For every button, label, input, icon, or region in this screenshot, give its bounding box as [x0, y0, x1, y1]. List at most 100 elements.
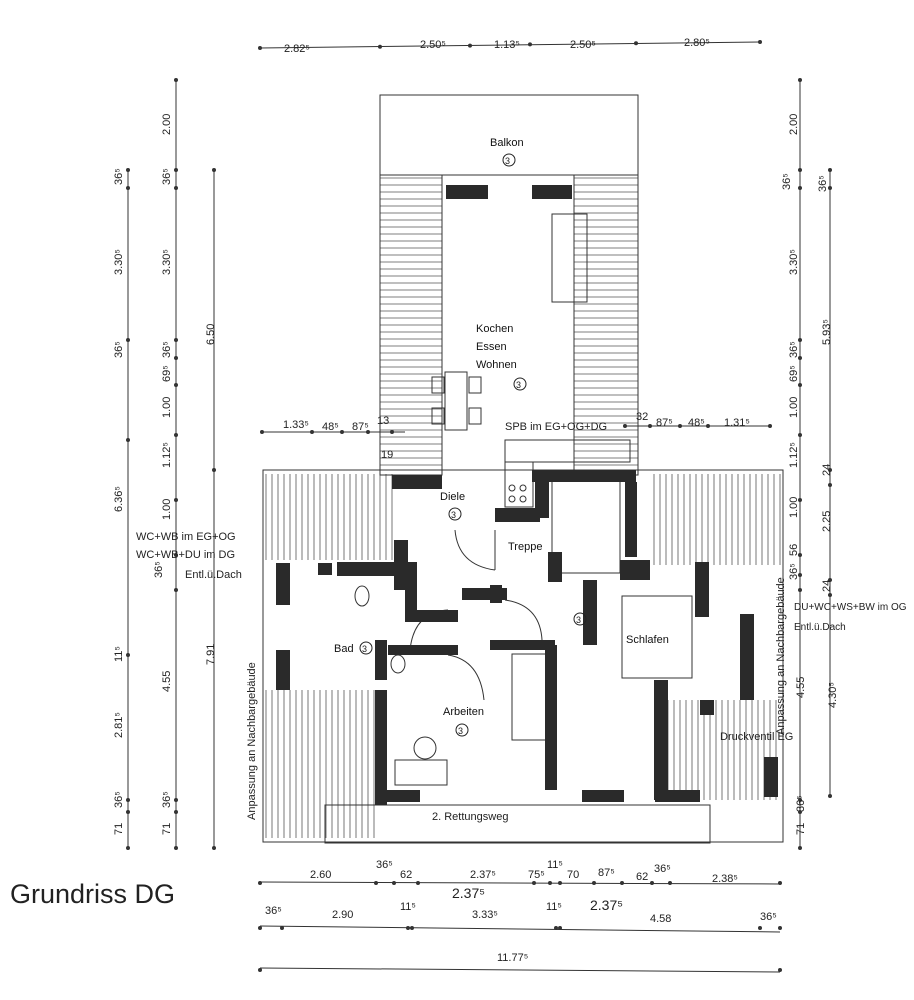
- note-entl-left: Entl.ü.Dach: [185, 569, 242, 581]
- room-bad: Bad: [334, 643, 354, 655]
- right-dimensions: 2.00 36⁵ 3.30⁵ 36⁵ 69⁵ 1.00 1.12⁵ 1.00 5…: [781, 114, 839, 835]
- dim-total: 11.77⁵: [497, 952, 528, 964]
- dimension-lines: [126, 40, 832, 973]
- dim-bottom1-11: 2.38⁵: [712, 873, 738, 885]
- dim-right-a-10: 36⁵: [788, 563, 800, 580]
- dim-bottom2-7: 36⁵: [760, 911, 777, 923]
- dim-top-4: 2.50⁵: [570, 39, 596, 51]
- note-entl-right: Entl.ü.Dach: [794, 622, 846, 633]
- dim-bottom2-4: 3.33⁵: [472, 909, 498, 921]
- dim-left-outer-8: 71: [113, 823, 125, 835]
- dim-bottom2-6: 4.58: [650, 913, 671, 925]
- dim-left-inner-4: 36⁵: [161, 341, 173, 358]
- dim-bottom1-4: 2.37⁵: [470, 869, 496, 881]
- dim-right-a-6: 1.00: [788, 397, 800, 418]
- dim-right-a-8: 1.00: [788, 497, 800, 518]
- note-du-og: DU+WC+WS+BW im OG: [794, 602, 907, 613]
- dim-right-b-2: 5.93⁵: [821, 319, 833, 345]
- dim-bottom1-8: 87⁵: [598, 867, 615, 879]
- room-kochen: Kochen: [476, 323, 513, 335]
- svg-text:3: 3: [576, 615, 581, 625]
- dim-left-outer-2: 3.30⁵: [113, 249, 125, 275]
- dim-bottom1-6: 11⁵: [547, 859, 563, 871]
- dim-bottom1b-1: 2.37⁵: [452, 885, 485, 901]
- dim-top-1: 2.82⁵: [284, 43, 310, 55]
- dim-left-outer-4: 6.36⁵: [113, 486, 125, 512]
- dim-mid-left-4: 13: [377, 415, 389, 427]
- mid-dimensions: 1.33⁵ 48⁵ 87⁵ 13 19 32 87⁵ 48⁵ 1.31⁵: [283, 411, 750, 461]
- note-wc-eg-og: WC+WB im EG+OG: [136, 531, 236, 543]
- dim-mid-left-5: 19: [381, 449, 393, 461]
- room-number-wohnen: 3: [513, 377, 527, 391]
- dim-right-b-1: 36⁵: [817, 175, 829, 192]
- room-number-balkon: 3: [502, 153, 516, 167]
- dim-mid-right-1: 32: [636, 411, 648, 423]
- dim-bottom1-3: 62: [400, 869, 412, 881]
- svg-text:3: 3: [362, 644, 367, 654]
- dim-top-3: 1.13⁵: [494, 39, 520, 51]
- dim-left-inner-2: 36⁵: [161, 168, 173, 185]
- dim-mid-left-3: 87⁵: [352, 421, 369, 433]
- room-schlafen: Schlafen: [626, 634, 669, 646]
- room-number-diele: 3: [448, 507, 462, 521]
- dim-bottom1b-2: 2.37⁵: [590, 897, 623, 913]
- dim-left-inner-10: 4.55: [161, 671, 173, 692]
- dim-bottom1-10: 36⁵: [654, 863, 671, 875]
- dim-top-5: 2.80⁵: [684, 37, 710, 49]
- dim-left-inner-11: 36⁵: [161, 791, 173, 808]
- dim-bottom1-9: 62: [636, 871, 648, 883]
- dim-bottom2-1: 36⁵: [265, 905, 282, 917]
- dim-right-a-12: 36⁵: [795, 795, 807, 812]
- dim-right-a-11: 4.55: [795, 677, 807, 698]
- room-number-bad: 3: [359, 641, 373, 655]
- dim-left-inner-12: 71: [161, 823, 173, 835]
- note-spb: SPB im EG+OG+DG: [505, 421, 607, 433]
- room-wohnen: Wohnen: [476, 359, 517, 371]
- room-number-circles: 3 3 3 3 3 3: [359, 153, 587, 737]
- room-labels: Balkon Kochen Essen Wohnen Diele Treppe …: [334, 137, 669, 718]
- top-dimensions: 2.82⁵ 2.50⁵ 1.13⁵ 2.50⁵ 2.80⁵: [284, 37, 710, 55]
- dim-bottom1-1: 2.60: [310, 869, 331, 881]
- dim-right-a-7: 1.12⁵: [788, 442, 800, 468]
- dim-bottom1-2: 36⁵: [376, 859, 393, 871]
- room-diele: Diele: [440, 491, 465, 503]
- note-anpassung-right: Anpassung an Nachbargebäude: [775, 577, 787, 735]
- dim-left-outer-6: 2.81⁵: [113, 712, 125, 738]
- room-balkon: Balkon: [490, 137, 524, 149]
- dim-left-inner-8: 1.00: [161, 499, 173, 520]
- dim-mid-left-2: 48⁵: [322, 421, 339, 433]
- dim-mid-right-4: 1.31⁵: [724, 417, 750, 429]
- dim-mid-right-3: 48⁵: [688, 417, 705, 429]
- dim-mid-right-2: 87⁵: [656, 417, 673, 429]
- notes: SPB im EG+OG+DG WC+WB im EG+OG WC+WB+DU …: [136, 421, 907, 823]
- dim-left-inner-6: 1.00: [161, 397, 173, 418]
- room-number-arbeiten: 3: [455, 723, 469, 737]
- dim-left-outer-3: 36⁵: [113, 341, 125, 358]
- dim-left-inner-3: 3.30⁵: [161, 249, 173, 275]
- svg-text:3: 3: [451, 510, 456, 520]
- note-rettungsweg: 2. Rettungsweg: [432, 811, 508, 823]
- dim-right-a-2: 36⁵: [781, 173, 793, 190]
- note-anpassung-left: Anpassung an Nachbargebäude: [246, 662, 258, 820]
- dim-top-2: 2.50⁵: [420, 39, 446, 51]
- dim-left-inner-1: 2.00: [161, 114, 173, 135]
- dim-left-inner-7: 1.12⁵: [161, 442, 173, 468]
- plan-title: Grundriss DG: [10, 879, 175, 909]
- dim-left-long-2: 7.91: [205, 644, 217, 665]
- dim-right-a-1: 2.00: [788, 114, 800, 135]
- dim-bottom2-3: 11⁵: [400, 901, 416, 913]
- dim-left-long-1: 6.50: [205, 324, 217, 345]
- dim-mid-left-1: 1.33⁵: [283, 419, 309, 431]
- dim-right-a-3: 3.30⁵: [788, 249, 800, 275]
- dim-left-outer-1: 36⁵: [113, 168, 125, 185]
- dim-right-a-9: 56: [788, 544, 800, 556]
- room-essen: Essen: [476, 341, 507, 353]
- bottom-dimensions: 2.60 36⁵ 62 2.37⁵ 75⁵ 11⁵ 70 87⁵ 62 36⁵ …: [265, 859, 777, 964]
- walls: [276, 185, 778, 805]
- dim-right-b-3: 24: [821, 464, 833, 476]
- dim-right-a-13: 71: [795, 823, 807, 835]
- dim-right-b-6: 4.30⁵: [827, 682, 839, 708]
- dim-left-inner-5: 69⁵: [161, 365, 173, 382]
- dim-bottom1-5: 75⁵: [528, 869, 545, 881]
- dim-bottom2-5: 11⁵: [546, 901, 562, 913]
